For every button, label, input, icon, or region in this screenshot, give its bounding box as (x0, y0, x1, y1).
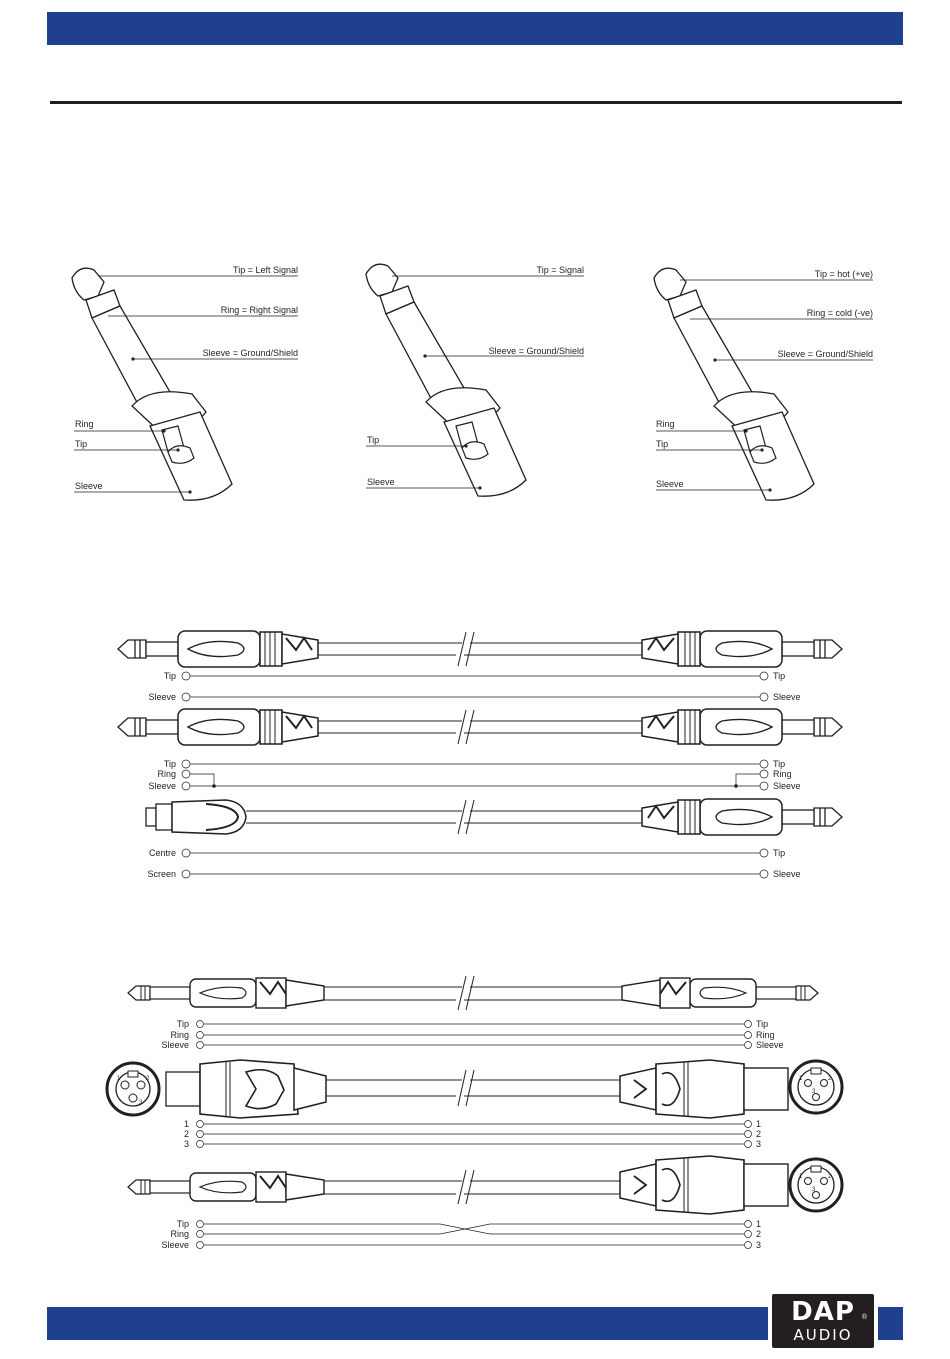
c2a-right-1: Tip (756, 1019, 768, 1029)
logo-top-text: DAP (791, 1297, 855, 1327)
c2c-left-1: Tip (177, 1219, 189, 1229)
xlr-m2-pin-2: 2 (828, 1174, 832, 1180)
balanced-tip-label: Tip = hot (+ve) (815, 269, 873, 279)
stereo-tip-label: Tip = Left Signal (233, 265, 298, 275)
stereo-sleeve-label: Sleeve = Ground/Shield (203, 348, 298, 358)
mono-jack-plug-icon (365, 263, 527, 497)
balanced-ring-short: Ring (656, 419, 675, 429)
c1c-right-1: Tip (773, 848, 785, 858)
c2c-right-1: 1 (756, 1219, 761, 1229)
c1b-right-1: Tip (773, 759, 785, 769)
header-bar (47, 12, 903, 45)
c1c-left-2: Screen (147, 869, 176, 879)
c2b-left-1: 1 (184, 1119, 189, 1129)
c2c-right-3: 3 (756, 1240, 761, 1250)
cable-rca-jack (145, 798, 843, 836)
xlr-f-pin-2: 2 (146, 1076, 150, 1082)
cable-xlr-xlr (165, 1059, 789, 1119)
c2a-left-1: Tip (177, 1019, 189, 1029)
xlr-m2-pin-3: 3 (812, 1187, 816, 1193)
c1b-left-3: Sleeve (148, 781, 176, 791)
logo-bottom-text: AUDIO (793, 1326, 853, 1344)
stereo-tip-short: Tip (75, 439, 87, 449)
xlr-f-pin-1: 1 (117, 1076, 121, 1082)
c1c-left-1: Centre (149, 848, 176, 858)
c1b-left-1: Tip (164, 759, 176, 769)
c2b-right-1: 1 (756, 1119, 761, 1129)
logo-registered-mark: ® (861, 1314, 867, 1321)
stereo-ring-label: Ring = Right Signal (221, 305, 298, 315)
c2b-left-2: 2 (184, 1129, 189, 1139)
xlr-female-face-icon (105, 1061, 161, 1117)
c2c-left-2: Ring (170, 1229, 189, 1239)
xlr-m2-pin-1: 1 (799, 1174, 803, 1180)
c1b-right-2: Ring (773, 769, 792, 779)
c1b-left-2: Ring (157, 769, 176, 779)
balanced-jack-plug-icon (653, 267, 815, 501)
xlr-m-pin-3: 3 (812, 1089, 816, 1095)
xlr-male-face-icon (788, 1059, 844, 1115)
c1a-right-1: Tip (773, 671, 785, 681)
dap-audio-logo: DAP ® AUDIO (768, 1290, 878, 1352)
c2a-right-3: Sleeve (756, 1040, 784, 1050)
cable-jack-jack-stereo-unbalanced (117, 708, 843, 746)
balanced-tip-short: Tip (656, 439, 668, 449)
xlr-m-pin-1: 1 (799, 1076, 803, 1082)
c1a-left-1: Tip (164, 671, 176, 681)
cable-jack-xlr (127, 1155, 789, 1215)
stereo-jack-plug-icon (71, 267, 233, 501)
mono-sleeve-short: Sleeve (367, 477, 395, 487)
c2c-left-3: Sleeve (161, 1240, 189, 1250)
c2b-left-3: 3 (184, 1139, 189, 1149)
mono-tip-label: Tip = Signal (537, 265, 584, 275)
c2b-right-3: 3 (756, 1139, 761, 1149)
c1b-right-3: Sleeve (773, 781, 801, 791)
footer-bar (47, 1307, 903, 1340)
c2a-right-2: Ring (756, 1030, 775, 1040)
c2a-left-2: Ring (170, 1030, 189, 1040)
c1c-right-2: Sleeve (773, 869, 801, 879)
cable-jack-jack-mono (117, 630, 843, 668)
stereo-sleeve-short: Sleeve (75, 481, 103, 491)
xlr-f-pin-3: 3 (139, 1100, 143, 1106)
stereo-jack-labels (74, 275, 298, 493)
balanced-ring-label: Ring = cold (-ve) (807, 308, 873, 318)
c2c-right-2: 2 (756, 1229, 761, 1239)
cable-jack-jack-balanced (127, 975, 819, 1011)
stereo-ring-short: Ring (75, 419, 94, 429)
header-rule (50, 101, 902, 104)
mono-tip-short: Tip (367, 435, 379, 445)
balanced-sleeve-short: Sleeve (656, 479, 684, 489)
xlr-male-face-icon-2 (788, 1157, 844, 1213)
mono-sleeve-label: Sleeve = Ground/Shield (489, 346, 584, 356)
c1a-right-2: Sleeve (773, 692, 801, 702)
c1a-left-2: Sleeve (148, 692, 176, 702)
xlr-m-pin-2: 2 (828, 1076, 832, 1082)
c2b-right-2: 2 (756, 1129, 761, 1139)
c2a-left-3: Sleeve (161, 1040, 189, 1050)
balanced-sleeve-label: Sleeve = Ground/Shield (778, 349, 873, 359)
